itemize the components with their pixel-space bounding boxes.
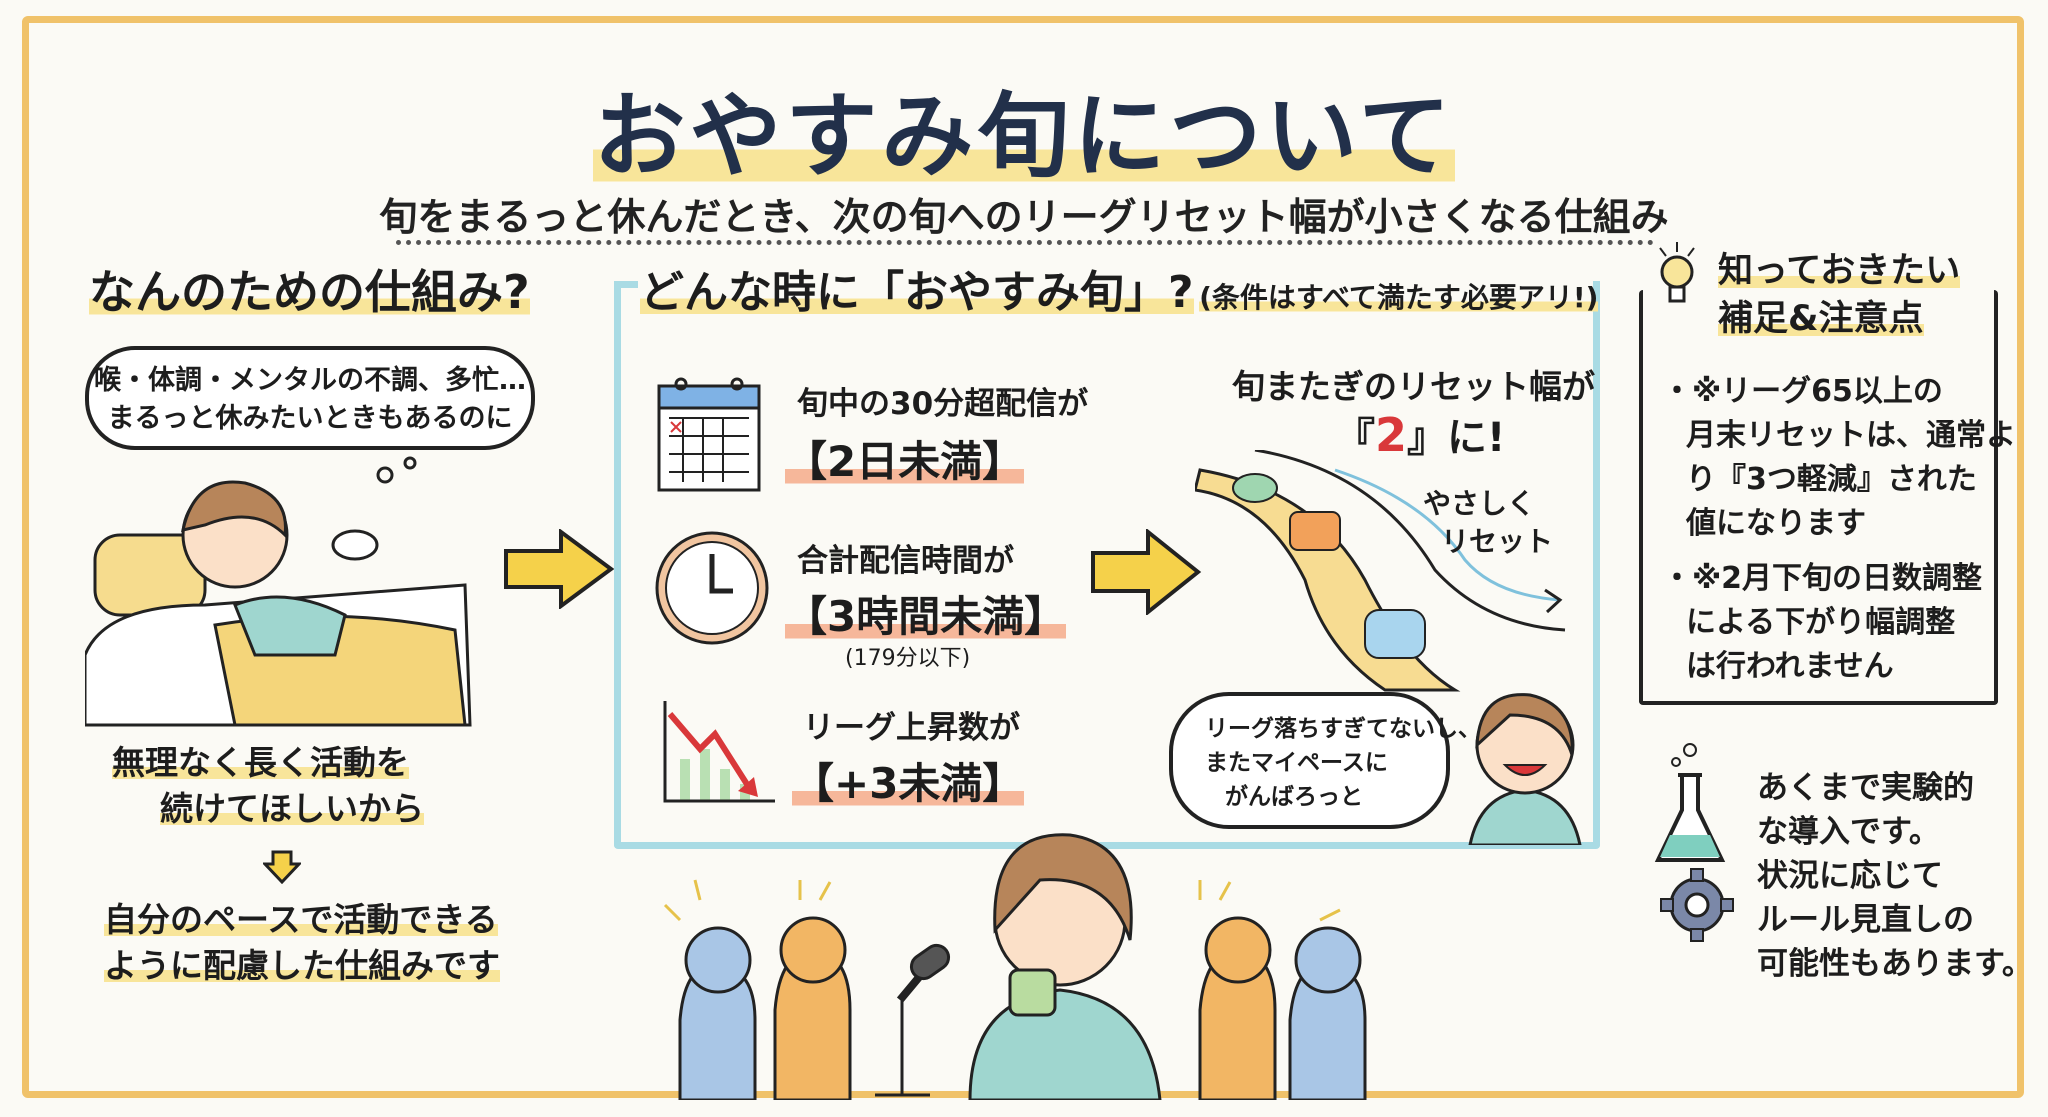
clock-icon (655, 531, 769, 645)
bubble-line: 喉・体調・メンタルの不調、多忙… (94, 365, 526, 396)
note-line: による下がり幅調整 (1686, 605, 1956, 640)
bubble-line: まるっと休みたいときもあるのに (107, 403, 513, 434)
condition-label: 旬中の30分超配信が (797, 386, 1089, 422)
experimental-line: 状況に応じて (1757, 858, 1943, 894)
note-line: は行われません (1686, 649, 1894, 684)
note-item: ・※2月下旬の日数調整 による下がり幅調整 は行われません (1662, 557, 1982, 689)
experimental-line: あくまで実験的 (1757, 770, 1974, 806)
experimental-line: ルール見直しの (1757, 902, 1974, 938)
condition-detail: (179分以下) (845, 646, 971, 671)
note-line: り『3つ軽減』された (1686, 462, 1977, 497)
road-label: やさしく リセット (1423, 485, 1553, 561)
notes-heading-line: 補足&注意点 (1718, 299, 1924, 339)
note-line: ・※リーグ65以上の (1662, 374, 1943, 409)
result-heading: 旬またぎのリセット幅が (1232, 367, 1595, 406)
result-line: ように配慮した仕組みです (104, 946, 500, 985)
note-item: ・※リーグ65以上の 月末リセットは、通常よ り『3つ軽減』された 値になります (1662, 370, 2016, 546)
reset-width-value: 2 (1375, 408, 1408, 462)
note-line: 月末リセットは、通常よ (1686, 418, 2016, 453)
when-heading: どんな時に「おやすみ旬」? (条件はすべて満たす必要アリ!) (640, 256, 1599, 320)
experimental-line: 可能性もあります。 (1757, 946, 2033, 982)
road-label-line: やさしく (1423, 487, 1536, 520)
notes-heading: 知っておきたい 補足&注意点 (1710, 247, 1969, 343)
speech-line: リーグ落ちすぎてないし、 (1205, 716, 1481, 742)
condition-value: 【3時間未満】 (785, 592, 1067, 641)
subtitle: 旬をまるっと休んだとき、次の旬へのリーグリセット幅が小さくなる仕組み (379, 195, 1669, 239)
soft-road-illustration (1195, 450, 1566, 692)
divider (396, 240, 1654, 245)
result-text: 自分のペースで活動できる ように配慮した仕組みです (104, 897, 500, 989)
why-heading: なんのための仕組み? (89, 256, 530, 322)
reason-line: 続けてほしいから (160, 789, 424, 828)
reason-text: 無理なく長く活動を 続けてほしいから (112, 740, 424, 832)
condition-label: 合計配信時間が (797, 543, 1014, 579)
condition-value: 【+3未満】 (792, 759, 1025, 808)
frame-edge (614, 281, 638, 288)
note-line: ・※2月下旬の日数調整 (1662, 561, 1983, 596)
result-line: 自分のペースで活動できる (104, 900, 498, 939)
reason-line: 無理なく長く活動を (112, 743, 409, 782)
speech-bubble: リーグ落ちすぎてないし、 またマイペースに がんばろっと (1169, 692, 1481, 829)
note-line: 値になります (1686, 506, 1866, 541)
streamer-and-listeners-illustration (663, 833, 1367, 1100)
title-text: おやすみ旬について (593, 83, 1455, 190)
result-value: 『2』に! (1335, 405, 1505, 463)
experimental-note: あくまで実験的 な導入です。 状況に応じて ルール見直しの 可能性もあります。 (1757, 766, 2033, 986)
notes-heading-line: 知っておきたい (1718, 251, 1961, 291)
road-label-line: リセット (1441, 525, 1554, 558)
lightbulb-icon (1659, 242, 1695, 303)
right-arrow-icon (1091, 529, 1202, 615)
bracket: 』に! (1407, 415, 1506, 461)
thought-bubble: 喉・体調・メンタルの不調、多忙… まるっと休みたいときもあるのに (85, 346, 535, 450)
sleeping-person-illustration (85, 456, 472, 727)
calendar-icon (657, 377, 761, 492)
page-title: おやすみ旬について (0, 62, 2048, 195)
experimental-line: な導入です。 (1757, 814, 1940, 850)
when-heading-text: どんな時に「おやすみ旬」? (640, 267, 1194, 318)
flask-icon (1654, 743, 1734, 942)
why-heading-text: なんのための仕組み? (89, 265, 530, 319)
right-arrow-icon (504, 529, 615, 609)
speech-line: がんばろっと (1225, 784, 1363, 810)
speech-line: またマイペースに (1205, 750, 1388, 776)
down-arrow-icon (263, 850, 301, 884)
notes-box (1639, 290, 1998, 705)
falling-chart-icon (663, 701, 775, 803)
happy-person-illustration (1468, 693, 1582, 845)
condition-value: 【2日未満】 (785, 437, 1025, 486)
when-note: (条件はすべて満たす必要アリ!) (1199, 281, 1599, 314)
condition-label: リーグ上昇数が (803, 710, 1020, 746)
bracket: 『 (1335, 415, 1375, 461)
conditions-frame (614, 281, 1600, 849)
gear-icon (1660, 868, 1734, 942)
